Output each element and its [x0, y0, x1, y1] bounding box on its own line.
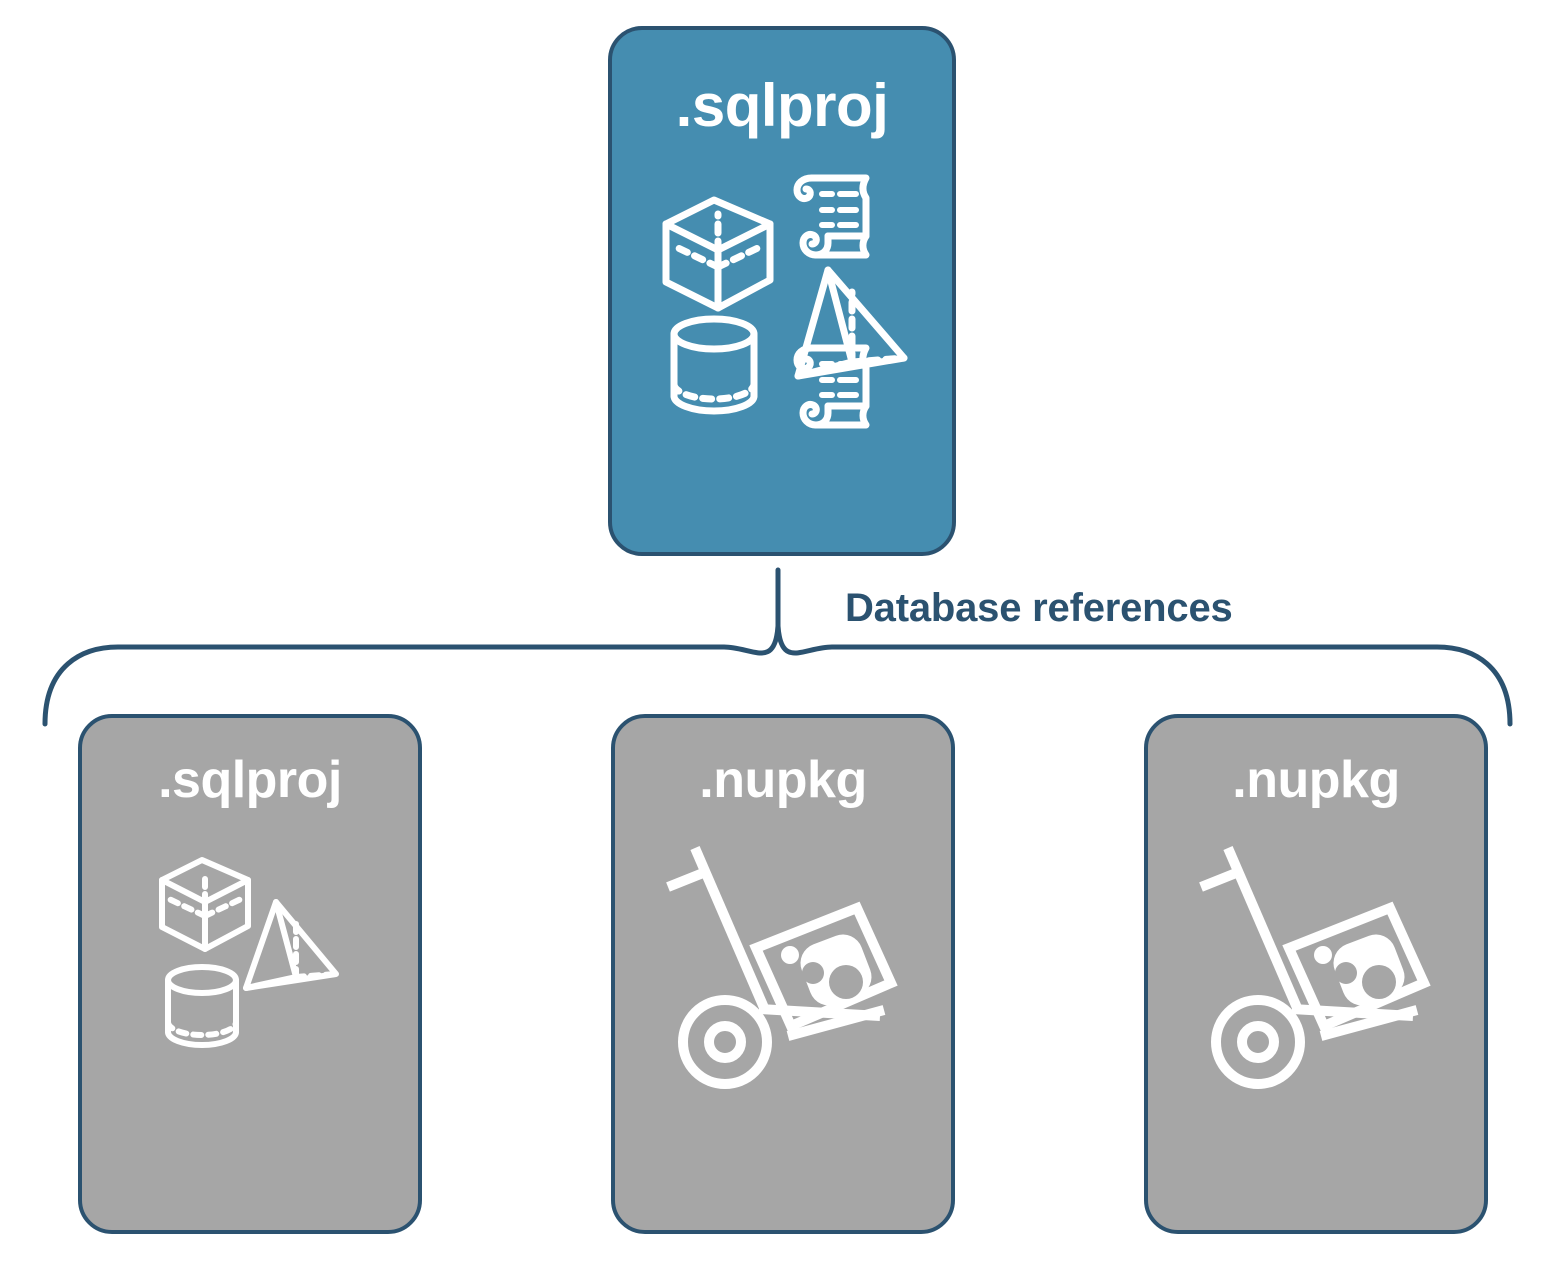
- pyramid-icon: [794, 266, 908, 380]
- node-sqlproj-primary[interactable]: .sqlproj: [608, 26, 956, 556]
- cube-icon: [159, 857, 251, 952]
- hand-truck-package-icon: [666, 846, 898, 1089]
- node-title: .nupkg: [1232, 751, 1400, 809]
- node-title: .sqlproj: [158, 751, 342, 809]
- hand-truck-package-icon: [1199, 846, 1431, 1089]
- node-nupkg-reference-1[interactable]: .nupkg: [611, 714, 955, 1234]
- node-nupkg-reference-2[interactable]: .nupkg: [1144, 714, 1488, 1234]
- bracket-right-arm: [775, 623, 1513, 727]
- bracket-left-arm: [42, 623, 781, 727]
- cylinder-icon: [165, 964, 239, 1048]
- cube-icon: [662, 196, 774, 312]
- cylinder-icon: [670, 315, 758, 415]
- scroll-icon: [793, 174, 870, 259]
- node-title: .nupkg: [699, 751, 867, 809]
- pyramid-icon: [243, 899, 339, 991]
- node-sqlproj-reference[interactable]: .sqlproj: [78, 714, 422, 1234]
- node-icon-group: [1148, 830, 1484, 1090]
- bracket-label: Database references: [845, 586, 1233, 630]
- node-icon-group: [82, 846, 418, 1066]
- node-icon-group: [612, 162, 952, 432]
- scroll-icon: [793, 344, 870, 429]
- node-icon-group: [615, 830, 951, 1090]
- node-title: .sqlproj: [675, 72, 889, 139]
